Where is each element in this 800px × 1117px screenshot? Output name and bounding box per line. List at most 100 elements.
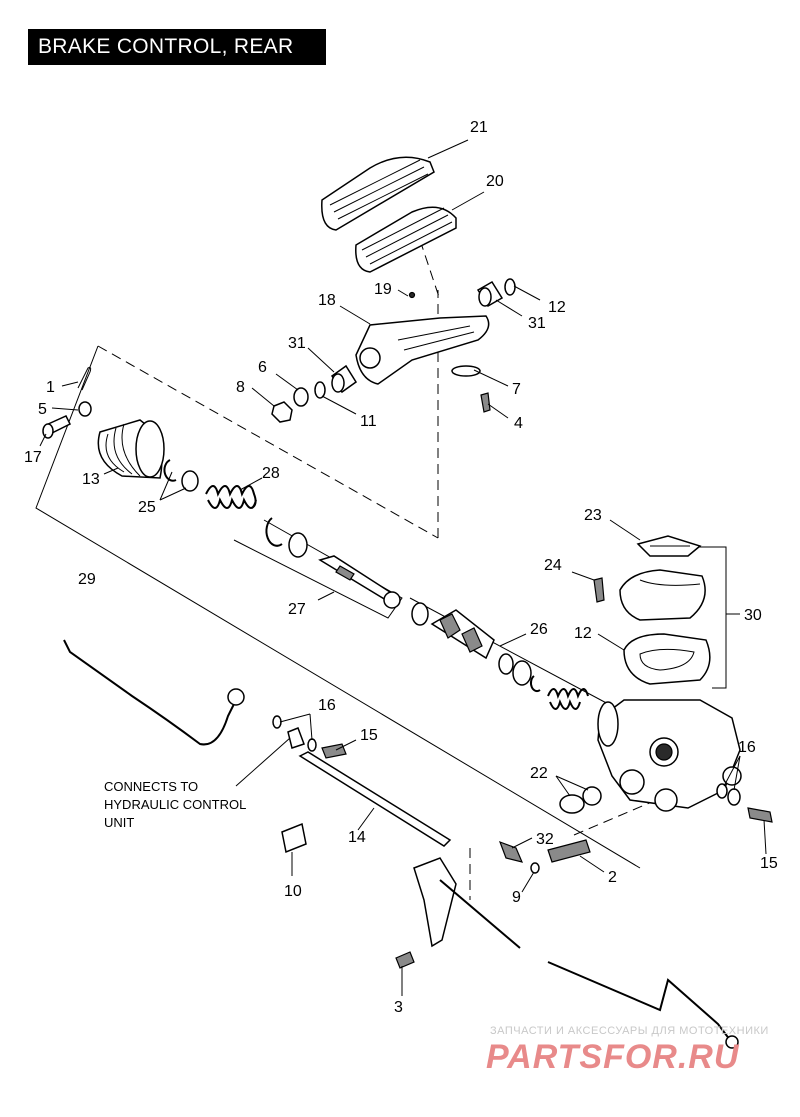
pedal-arm bbox=[413, 857, 457, 948]
leader-9 bbox=[521, 871, 535, 893]
callout-27: 27 bbox=[288, 601, 306, 618]
assembly-29-upper-line bbox=[97, 345, 439, 539]
leader-27 bbox=[317, 591, 335, 601]
cover-plate-23 bbox=[636, 535, 702, 557]
footpeg-dash-line bbox=[414, 224, 441, 301]
cup-26c bbox=[512, 660, 532, 686]
clip-10 bbox=[281, 822, 307, 854]
leader-18 bbox=[339, 305, 371, 325]
note-line-2: HYDRAULIC CONTROL bbox=[104, 797, 246, 812]
leader-25b bbox=[159, 487, 187, 501]
leader-19 bbox=[397, 289, 409, 297]
banjo-fitting-upper bbox=[227, 688, 245, 706]
callout-21: 21 bbox=[470, 119, 488, 136]
watermark-brand: PARTSFOR.RU bbox=[486, 1038, 740, 1076]
callout-5: 5 bbox=[38, 401, 47, 418]
callout-2: 2 bbox=[608, 869, 617, 886]
callout-9: 9 bbox=[512, 889, 521, 906]
leader-15-left bbox=[335, 739, 357, 751]
leader-11 bbox=[321, 395, 357, 415]
fitting-9 bbox=[530, 862, 540, 874]
assembly-29-outline bbox=[35, 345, 641, 869]
leader-5 bbox=[51, 407, 79, 411]
brake-pedal-lever-18 bbox=[355, 315, 490, 385]
callout-6: 6 bbox=[258, 359, 267, 376]
callout-30: 30 bbox=[744, 607, 762, 624]
callout-12: 12 bbox=[574, 625, 592, 642]
banjo-16 bbox=[287, 727, 305, 749]
leader-26 bbox=[499, 633, 527, 647]
callout-7: 7 bbox=[512, 381, 521, 398]
callout-32: 32 bbox=[536, 831, 554, 848]
pin-19 bbox=[408, 291, 416, 299]
leader-17 bbox=[39, 433, 47, 447]
washer-25b bbox=[181, 470, 199, 492]
nut-8 bbox=[271, 401, 293, 423]
banjo-bolt-15-right bbox=[747, 807, 773, 823]
callout-31-left: 31 bbox=[288, 335, 306, 352]
callout-10: 10 bbox=[284, 883, 302, 900]
washer-26b bbox=[498, 653, 514, 675]
washer-16b bbox=[727, 788, 741, 806]
ring-26d bbox=[529, 675, 541, 693]
callout-25: 25 bbox=[138, 499, 156, 516]
switch-32 bbox=[498, 840, 524, 863]
footpeg-pad-20 bbox=[355, 206, 457, 273]
washer-16a bbox=[716, 783, 728, 799]
washer-16c bbox=[272, 715, 282, 729]
assembly-30-bracket bbox=[696, 546, 727, 689]
footpeg-pad-21 bbox=[321, 156, 435, 231]
page-title: BRAKE CONTROL, REAR bbox=[28, 29, 326, 65]
linkage-rod bbox=[439, 879, 731, 1041]
callout-3: 3 bbox=[394, 999, 403, 1016]
leader-note bbox=[235, 737, 291, 787]
screw-3 bbox=[395, 951, 415, 969]
callout-26: 26 bbox=[530, 621, 548, 638]
leader-22a bbox=[555, 775, 571, 797]
callout-19: 19 bbox=[374, 281, 392, 298]
reservoir-cover-30 bbox=[619, 569, 706, 621]
plug-22 bbox=[559, 786, 602, 814]
callout-28: 28 bbox=[262, 465, 280, 482]
cotter-pin-1 bbox=[77, 367, 92, 391]
leader-32 bbox=[511, 837, 533, 849]
bushing-31-top bbox=[476, 280, 504, 308]
callout-17: 17 bbox=[24, 449, 42, 466]
callout-1: 1 bbox=[46, 379, 55, 396]
callout-13: 13 bbox=[82, 471, 100, 488]
leader-20 bbox=[451, 191, 485, 211]
note-line-3: UNIT bbox=[104, 815, 134, 830]
washer-5 bbox=[78, 401, 92, 417]
spring-28 bbox=[205, 485, 257, 509]
leader-28 bbox=[239, 477, 263, 491]
diaphragm-12 bbox=[623, 633, 711, 685]
washer-27b bbox=[288, 532, 308, 558]
o-ring-11 bbox=[314, 381, 326, 399]
leader-12 bbox=[597, 633, 625, 651]
piston-26 bbox=[430, 609, 495, 660]
clevis-pin-17 bbox=[42, 415, 72, 439]
callout-23: 23 bbox=[584, 507, 602, 524]
callout-24: 24 bbox=[544, 557, 562, 574]
leader-4 bbox=[487, 403, 509, 419]
brake-hose-14 bbox=[298, 751, 452, 847]
banjo-bolt-15-left bbox=[321, 743, 347, 759]
washer-7 bbox=[451, 365, 481, 377]
rod-end-fitting bbox=[725, 1035, 739, 1049]
callout-16-right: 16 bbox=[738, 739, 756, 756]
assembly-26-line bbox=[409, 597, 613, 707]
leader-14 bbox=[357, 807, 375, 831]
brake-line-upper bbox=[63, 639, 237, 746]
screw-24 bbox=[593, 577, 605, 603]
bolt-2 bbox=[547, 839, 591, 863]
leader-16-right-b bbox=[733, 755, 741, 791]
spring-26e bbox=[547, 688, 589, 710]
leader-16-left-b bbox=[309, 713, 313, 741]
leader-23 bbox=[609, 519, 641, 541]
leader-8 bbox=[251, 387, 275, 407]
washer-16d bbox=[307, 738, 317, 752]
retaining-ring-25a bbox=[163, 459, 177, 482]
push-rod-27 bbox=[318, 555, 401, 609]
